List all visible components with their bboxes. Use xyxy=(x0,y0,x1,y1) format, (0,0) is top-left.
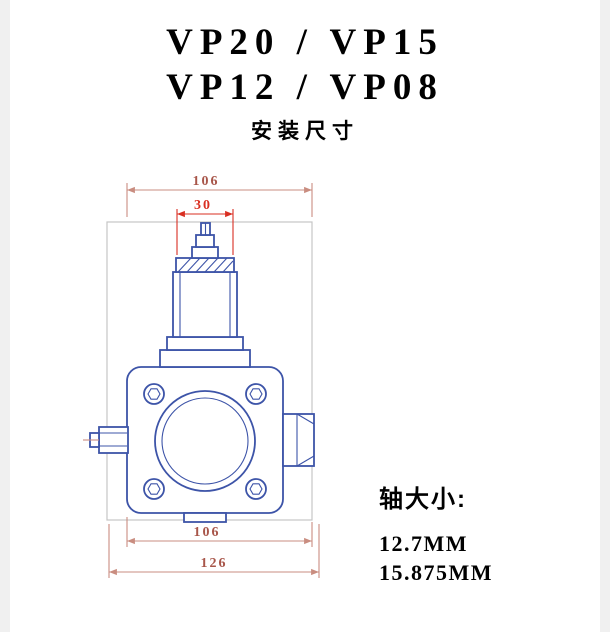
valve-flange-upper xyxy=(166,336,244,351)
dim-label-valve-width: 30 xyxy=(194,198,212,213)
title-block: VP20 / VP15 VP12 / VP08 安装尺寸 xyxy=(0,20,610,145)
dim-label-overall-width: 126 xyxy=(201,556,228,571)
left-port-body xyxy=(98,426,129,454)
pump-bore xyxy=(154,390,256,492)
dimension-top-width: 106 xyxy=(126,174,313,217)
valve-cylinder xyxy=(172,271,238,338)
bottom-mounting-tab xyxy=(183,512,227,523)
dimension-overall-width: 126 xyxy=(108,524,320,578)
shaft-size-value-1: 12.7MM xyxy=(379,531,469,556)
dim-label-body-width: 106 xyxy=(194,525,221,540)
bolt-hole-top-left xyxy=(143,383,165,405)
valve-locknut xyxy=(195,234,215,248)
subtitle-installation-dimensions: 安装尺寸 xyxy=(251,120,359,143)
dimension-body-width: 106 xyxy=(126,517,313,547)
page-edge-right xyxy=(600,0,610,632)
dimension-valve-width: 30 xyxy=(176,198,234,255)
right-port xyxy=(282,413,315,467)
bolt-hex-bottom-left xyxy=(147,483,161,495)
dim-label-top-width: 106 xyxy=(193,174,220,189)
bolt-hole-bottom-left xyxy=(143,478,165,500)
bolt-hex-top-right xyxy=(249,388,263,400)
right-port-chamfer-top xyxy=(296,413,315,425)
mounting-bolts xyxy=(143,383,267,500)
model-title-line-2: VP12 / VP08 xyxy=(166,67,444,108)
right-port-body xyxy=(282,413,315,467)
right-port-chamfer-bottom xyxy=(296,455,315,467)
bolt-hole-bottom-right xyxy=(245,478,267,500)
valve-step xyxy=(191,246,219,259)
left-port xyxy=(83,426,129,454)
valve-flange-lower xyxy=(159,349,251,368)
hatch-lines xyxy=(177,257,234,273)
bolt-hex-top-left xyxy=(147,388,161,400)
shaft-size-block: 轴大小: 12.7MM 15.875MM xyxy=(379,479,493,587)
shaft-size-label: 轴大小: xyxy=(379,486,467,513)
bore-inner-circle xyxy=(161,397,249,485)
bolt-hole-top-right xyxy=(245,383,267,405)
model-title-line-1: VP20 / VP15 xyxy=(166,22,444,63)
bolt-hex-bottom-right xyxy=(249,483,263,495)
shaft-size-value-2: 15.875MM xyxy=(379,560,494,585)
bore-outer-circle xyxy=(154,390,256,492)
valve-adjuster-stack xyxy=(159,222,251,368)
page-edge-left xyxy=(0,0,10,632)
